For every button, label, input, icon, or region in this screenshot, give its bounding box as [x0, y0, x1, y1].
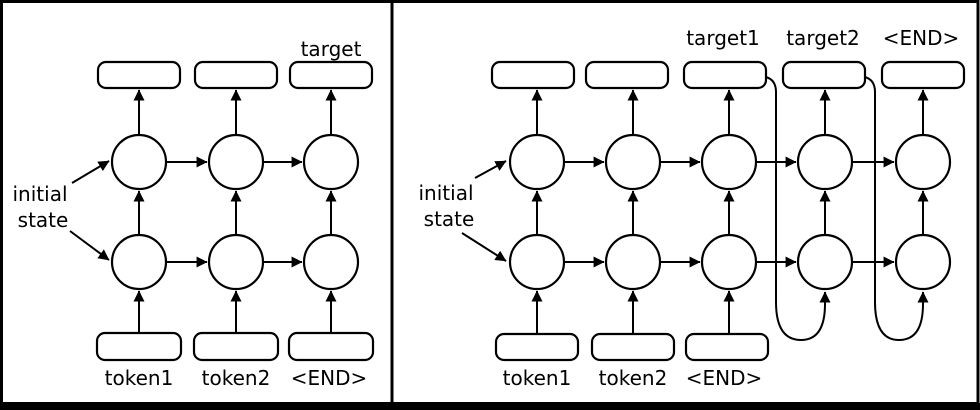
input-label: token2 — [202, 366, 271, 390]
output-box — [96, 60, 182, 90]
input-box — [287, 331, 375, 362]
rnn-cell — [302, 133, 360, 191]
output-box — [288, 60, 374, 90]
output-box — [584, 60, 670, 90]
output-box — [682, 60, 768, 90]
initial-state-label-line2: state — [18, 208, 69, 232]
rnn-cell — [508, 233, 566, 291]
output-box — [781, 60, 867, 90]
initial-state-label-line1: initial — [419, 181, 474, 205]
left-diagram: target token1 token2 <END> initial state — [13, 37, 375, 390]
rnn-cell — [604, 133, 662, 191]
input-label: token1 — [503, 366, 572, 390]
input-box — [192, 331, 280, 362]
output-label: target1 — [686, 26, 760, 50]
rnn-cell — [508, 133, 566, 191]
output-box — [490, 60, 576, 90]
rnn-cell — [110, 233, 168, 291]
input-label: <END> — [686, 366, 763, 390]
rnn-cell — [796, 133, 854, 191]
output-label: target — [301, 37, 362, 61]
input-box — [494, 332, 580, 362]
input-label: token1 — [105, 366, 174, 390]
initial-state-label-line1: initial — [13, 182, 68, 206]
output-box — [193, 60, 279, 90]
rnn-cell — [700, 133, 758, 191]
initial-state-arrow — [461, 232, 507, 262]
rnn-cell — [110, 133, 168, 191]
rnn-cell — [894, 233, 952, 291]
output-box — [880, 60, 966, 90]
input-box — [684, 332, 770, 362]
input-label: <END> — [291, 366, 368, 390]
right-diagram: target1 target2 <END> token1 token2 <END… — [419, 26, 966, 390]
rnn-cell — [796, 233, 854, 291]
bottom-border — [0, 403, 980, 410]
feedback-arrow — [765, 76, 831, 342]
input-box — [590, 332, 676, 362]
feedback-arrow — [864, 76, 929, 342]
initial-state-arrow — [474, 160, 507, 179]
input-label: token2 — [599, 366, 668, 390]
initial-state-arrow — [71, 160, 110, 184]
initial-state-arrow — [69, 230, 110, 261]
rnn-cell — [894, 133, 952, 191]
rnn-cell — [302, 233, 360, 291]
initial-state-label-line2: state — [424, 207, 475, 231]
rnn-cell — [207, 133, 265, 191]
input-box — [95, 331, 183, 362]
rnn-cell — [604, 233, 662, 291]
output-label: <END> — [883, 26, 960, 50]
rnn-cell — [700, 233, 758, 291]
rnn-cell — [207, 233, 265, 291]
output-label: target2 — [786, 26, 860, 50]
